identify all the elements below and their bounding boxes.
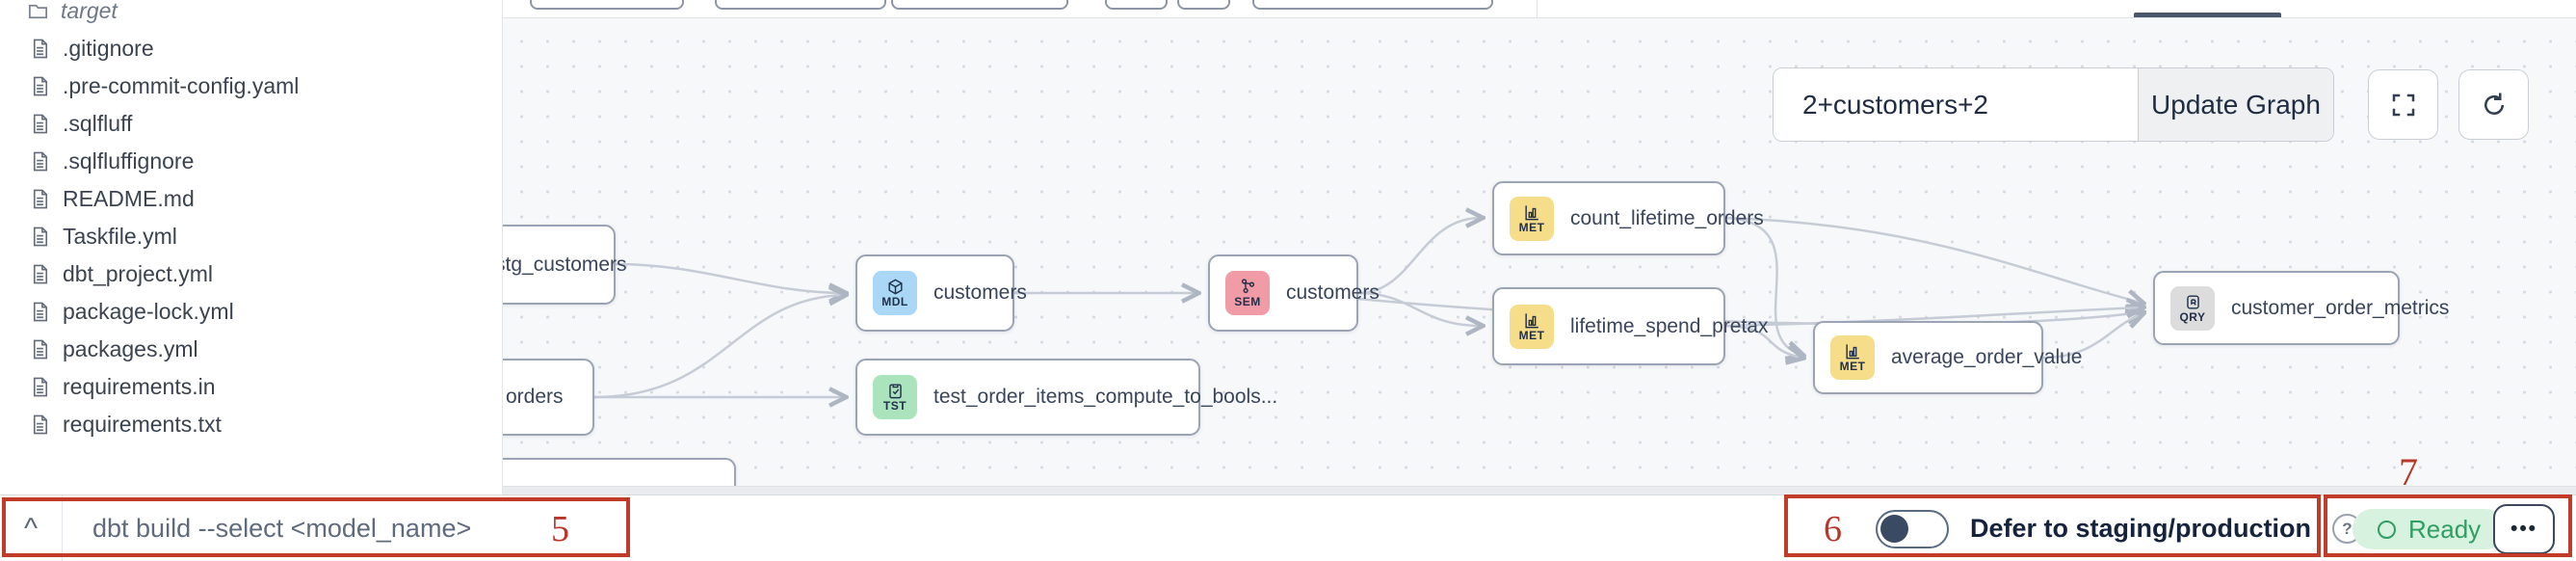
file-row[interactable]: packages.yml [0, 331, 502, 368]
defer-toggle[interactable] [1876, 509, 1949, 548]
query-icon: QRY [2170, 285, 2215, 331]
node-average-order-value[interactable]: MET average_order_value [1813, 321, 2082, 394]
command-bar-divider [62, 495, 63, 561]
node-customer-order-metrics[interactable]: QRY customer_order_metrics [2153, 271, 2449, 345]
node-lifetime-spend-pretax[interactable]: MET lifetime_spend_pretax [1492, 287, 1768, 365]
toggle-knob [1880, 514, 1908, 543]
file-explorer-panel: target .gitignore .pre-commit-config.yam… [0, 0, 503, 494]
defer-group: Defer to staging/production ? [1876, 495, 2362, 561]
status-circle-icon [2378, 520, 2396, 539]
file-label: .sqlfluff [63, 111, 133, 136]
graph-toolbar: Update Graph [1773, 67, 2334, 142]
active-tab-indicator [2134, 13, 2281, 17]
file-icon [33, 339, 48, 360]
command-input[interactable]: dbt build --select <model_name> [92, 514, 472, 543]
node-label: customers [933, 281, 1027, 304]
node-test-order-items[interactable]: TST test_order_items_compute_to_bools... [855, 359, 1277, 436]
node-label: lifetime_spend_pretax [1570, 314, 1769, 337]
file-row-target[interactable]: target [0, 0, 502, 30]
file-row[interactable]: requirements.txt [0, 406, 502, 443]
top-button-fragment[interactable] [530, 0, 684, 10]
file-icon [33, 76, 48, 96]
status-label: Ready [2408, 514, 2482, 544]
file-row[interactable]: requirements.in [0, 368, 502, 406]
fullscreen-button[interactable] [2368, 69, 2438, 140]
file-icon [33, 377, 48, 397]
file-icon [33, 227, 48, 247]
overflow-menu-button[interactable]: ••• [2493, 504, 2555, 554]
metric-icon: MET [1510, 304, 1554, 349]
file-row[interactable]: README.md [0, 180, 502, 218]
node-customers-semantic[interactable]: SEM customers [1208, 254, 1380, 332]
semantic-icon: SEM [1225, 271, 1270, 315]
file-icon [33, 114, 48, 134]
file-icon [33, 302, 48, 322]
node-label: stg_customers [502, 253, 627, 276]
file-row[interactable]: dbt_project.yml [0, 255, 502, 293]
file-row[interactable]: package-lock.yml [0, 293, 502, 331]
lineage-filter-input[interactable] [1774, 68, 2138, 141]
file-icon [33, 189, 48, 209]
file-list: target .gitignore .pre-commit-config.yam… [0, 0, 502, 443]
file-label: requirements.txt [63, 412, 222, 437]
canvas-scrollbar[interactable] [503, 486, 2576, 494]
top-button-fragment[interactable] [891, 0, 1068, 10]
file-label: .sqlfluffignore [63, 148, 195, 174]
file-row[interactable]: .sqlfluffignore [0, 143, 502, 180]
node-customers-model[interactable]: MDL customers [855, 254, 1027, 332]
file-label: .pre-commit-config.yaml [63, 73, 300, 98]
file-label: packages.yml [63, 336, 198, 361]
file-row[interactable]: Taskfile.yml [0, 218, 502, 255]
node-stg-customers[interactable]: stg_customers [503, 225, 627, 305]
file-row[interactable]: .pre-commit-config.yaml [0, 67, 502, 105]
top-button-fragment[interactable] [1105, 0, 1168, 10]
node-label: orders [506, 386, 564, 408]
top-strip-divider [1537, 0, 1538, 17]
test-icon: TST [873, 375, 917, 419]
metric-icon: MET [1830, 335, 1875, 380]
lineage-canvas[interactable]: stg_customers orders MDL customers TST t… [502, 17, 2576, 494]
update-graph-button[interactable]: Update Graph [2138, 68, 2333, 141]
file-row[interactable]: .gitignore [0, 30, 502, 67]
file-label: Taskfile.yml [63, 224, 177, 249]
node-label: customers [1286, 281, 1380, 304]
command-bar: ^ dbt build --select <model_name> Defer … [0, 494, 2576, 561]
file-label: package-lock.yml [63, 299, 234, 324]
node-label: count_lifetime_orders [1570, 206, 1764, 229]
file-label: requirements.in [63, 374, 216, 399]
fullscreen-icon [2392, 94, 2414, 116]
file-label: README.md [63, 186, 195, 211]
file-icon [33, 151, 48, 172]
file-icon [33, 414, 48, 435]
node-label: test_order_items_compute_to_bools... [933, 386, 1278, 408]
folder-label: target [61, 0, 118, 23]
chevron-up-icon[interactable]: ^ [23, 512, 39, 545]
status-badge: Ready [2353, 509, 2507, 549]
refresh-icon [2484, 93, 2504, 115]
node-orders[interactable]: orders [503, 359, 594, 436]
top-button-fragment[interactable] [1252, 0, 1493, 10]
top-button-fragment[interactable] [715, 0, 886, 10]
defer-label: Defer to staging/production [1970, 514, 2311, 543]
folder-icon [29, 4, 47, 19]
node-label: average_order_value [1891, 346, 2083, 368]
lineage-filter-group: Update Graph [1773, 67, 2334, 142]
file-icon [33, 264, 48, 284]
top-toolbar-strip [502, 0, 2576, 18]
lineage-edges [593, 17, 2576, 494]
model-icon: MDL [873, 271, 917, 315]
file-row[interactable]: .sqlfluff [0, 105, 502, 143]
file-icon [33, 39, 48, 59]
metric-icon: MET [1510, 196, 1554, 241]
node-count-lifetime-orders[interactable]: MET count_lifetime_orders [1492, 181, 1764, 255]
file-label: dbt_project.yml [63, 261, 213, 286]
top-button-fragment[interactable] [1177, 0, 1230, 10]
node-label: customer_order_metrics [2231, 296, 2450, 319]
file-label: .gitignore [63, 36, 154, 61]
refresh-button[interactable] [2458, 69, 2529, 140]
